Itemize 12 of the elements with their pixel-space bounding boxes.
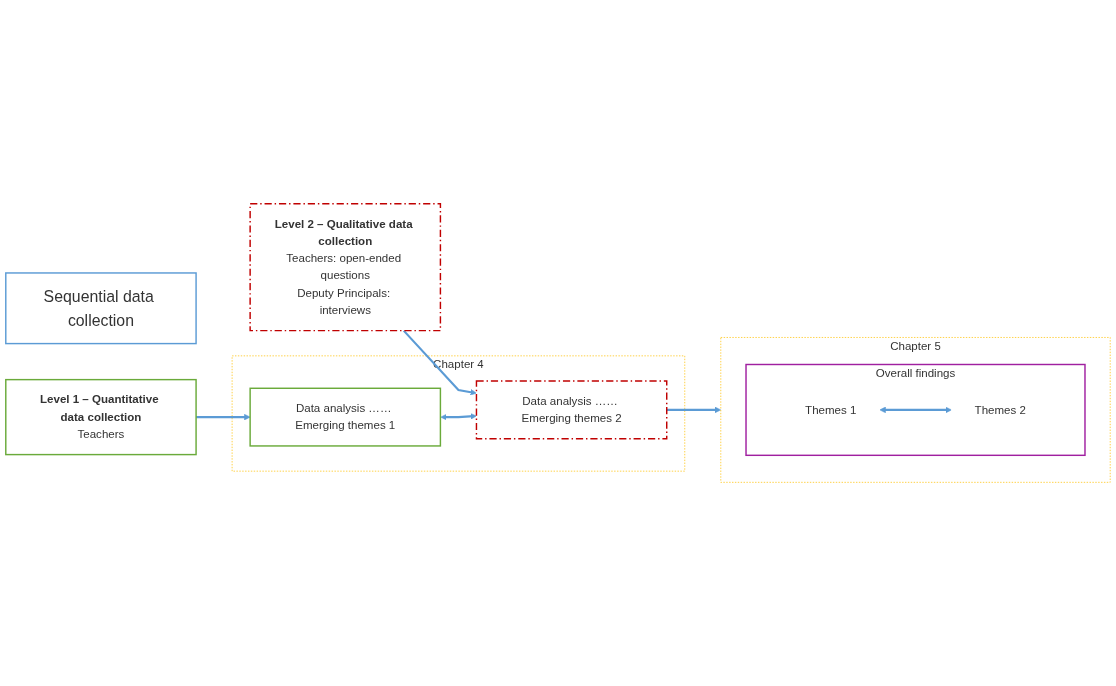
node-box: Sequential data collection — [5, 272, 197, 345]
arrow — [196, 413, 251, 421]
arrow — [666, 406, 722, 413]
arrow — [440, 413, 477, 421]
node-box: Level 1 – Quantitative data collection Teachers — [5, 378, 197, 456]
node-box: Data analysis …… Emerging themes 1 — [249, 387, 442, 447]
arrow — [402, 329, 477, 396]
node-text: Themes 1 — [805, 403, 857, 416]
arrow — [879, 406, 952, 413]
node-text: Themes 2 — [974, 403, 1026, 416]
node-box: Level 2 – Qualitative data collection Teachers: open-ended questions Deputy Principals: interviews — [249, 203, 442, 332]
node-box: Data analysis …… Emerging themes 2 — [475, 380, 668, 440]
